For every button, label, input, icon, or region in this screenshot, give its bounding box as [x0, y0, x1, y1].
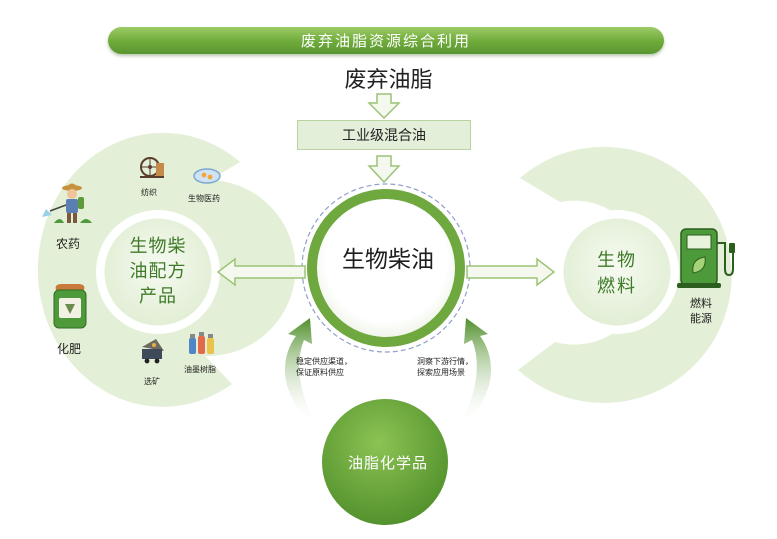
- medicine-label: 生物医药: [188, 194, 220, 203]
- textile-label: 纺织: [141, 188, 157, 197]
- ore-minecart-icon: [142, 339, 164, 364]
- note-left-line-2: 保证原料供应: [296, 368, 344, 377]
- bottom-circle: [322, 399, 448, 525]
- right-product-label: 生物 燃料: [572, 244, 662, 304]
- note-left: 稳定供应渠道， 保证原料供应: [296, 356, 352, 378]
- bottom-label: 油脂化学品: [347, 453, 428, 472]
- note-left-line-1: 稳定供应渠道，: [296, 357, 352, 366]
- right-product-line-1: 生物: [597, 250, 637, 271]
- arrow-down-1: [367, 93, 401, 120]
- left-product-line-1: 生物柴: [129, 235, 187, 257]
- source-label: 废弃油脂: [344, 68, 433, 93]
- left-product-label: 生物柴 油配方 产品: [108, 231, 208, 311]
- curved-arrow-right: [458, 318, 491, 428]
- fertilizer-label: 化肥: [57, 342, 82, 356]
- note-right-line-1: 洞察下游行情，: [417, 357, 473, 366]
- arrow-right: [466, 257, 556, 287]
- fertilizer-bag-icon: [53, 284, 87, 329]
- ink-label: 油墨树脂: [184, 365, 216, 374]
- left-product-circle: [101, 215, 215, 329]
- arrow-left: [216, 257, 306, 287]
- right-panel-shape: [518, 146, 732, 403]
- fuel-pump-icon: [677, 228, 735, 288]
- ink-bottles-icon: [189, 332, 214, 354]
- arrow-down-2: [367, 155, 401, 184]
- farmer-sprayer-icon: [42, 183, 92, 223]
- energy-line-1: 燃料: [690, 297, 712, 310]
- pesticide-label: 农药: [56, 237, 81, 251]
- center-title: 生物柴油: [342, 247, 434, 273]
- right-product-circle: [560, 215, 674, 329]
- energy-line-2: 能源: [690, 312, 712, 325]
- intermediate-label: 工业级混合油: [342, 128, 426, 144]
- energy-label: 燃料 能源: [690, 296, 712, 326]
- right-product-line-2: 燃料: [597, 276, 637, 297]
- intermediate-box: 工业级混合油: [297, 120, 471, 150]
- note-right-line-2: 探索应用场景: [417, 368, 465, 377]
- left-product-line-3: 产品: [139, 285, 177, 307]
- mining-label: 选矿: [144, 377, 160, 386]
- curved-arrow-left: [285, 318, 318, 428]
- left-product-line-2: 油配方: [129, 260, 187, 282]
- pill-dish-icon: [193, 168, 221, 184]
- spinning-wheel-icon: [140, 157, 164, 178]
- title-banner: 废弃油脂资源综合利用: [108, 27, 664, 54]
- note-right: 洞察下游行情， 探索应用场景: [417, 356, 473, 378]
